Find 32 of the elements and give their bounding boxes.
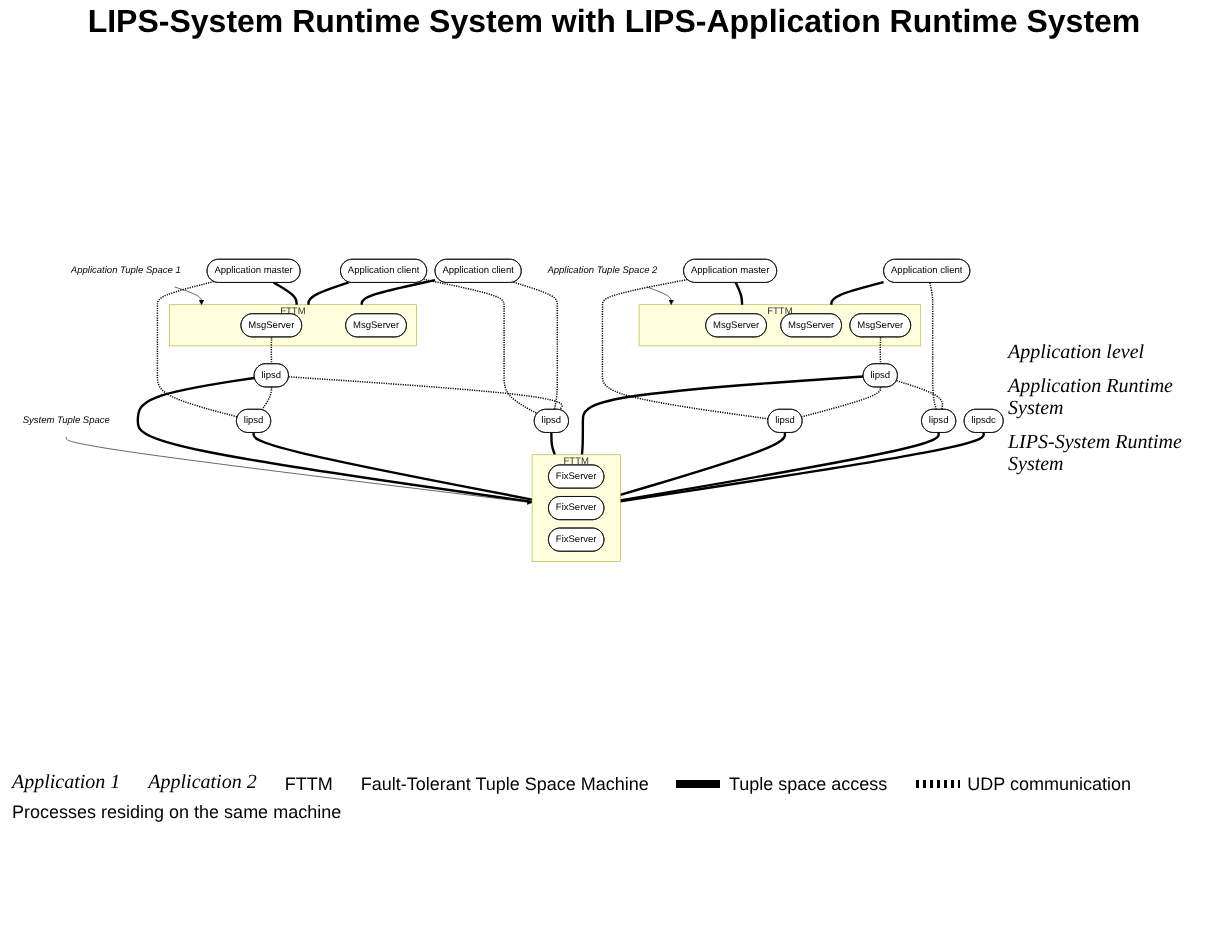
connector bbox=[879, 336, 882, 365]
layer-label: Application Runtime System bbox=[1008, 375, 1175, 419]
connector bbox=[580, 375, 864, 455]
abbreviation: FTTM bbox=[284, 773, 333, 793]
legend-text: Tuple space access bbox=[728, 773, 888, 793]
connector bbox=[550, 432, 557, 456]
connector bbox=[272, 281, 298, 305]
connector bbox=[287, 376, 563, 411]
abbreviation-definition: Fault-Tolerant Tuple Space Machine bbox=[360, 773, 649, 793]
layer-label: LIPS-System Runtime System bbox=[1008, 431, 1184, 475]
layer-label: Application level bbox=[1008, 341, 1147, 363]
connector bbox=[422, 278, 539, 415]
connector bbox=[156, 280, 239, 418]
connector bbox=[360, 278, 436, 305]
connector bbox=[830, 280, 884, 305]
connector bbox=[270, 336, 273, 365]
connector bbox=[734, 281, 744, 305]
connector bbox=[512, 281, 559, 411]
connector bbox=[619, 432, 787, 496]
group-label: Application 2 bbox=[148, 772, 257, 794]
connector bbox=[895, 379, 944, 411]
connector bbox=[601, 278, 770, 420]
diagram-title: LIPS-System Runtime System with LIPS-Application Runtime System bbox=[85, 4, 1143, 44]
connector bbox=[252, 432, 533, 501]
connector bbox=[307, 281, 350, 305]
connector bbox=[261, 386, 273, 411]
connector bbox=[136, 376, 533, 503]
legend-text: Processes residing on the same machine bbox=[12, 802, 342, 822]
legend-text: UDP communication bbox=[967, 773, 1132, 793]
connector bbox=[800, 386, 882, 418]
group-label: Application 1 bbox=[12, 772, 121, 794]
connector bbox=[929, 281, 937, 411]
